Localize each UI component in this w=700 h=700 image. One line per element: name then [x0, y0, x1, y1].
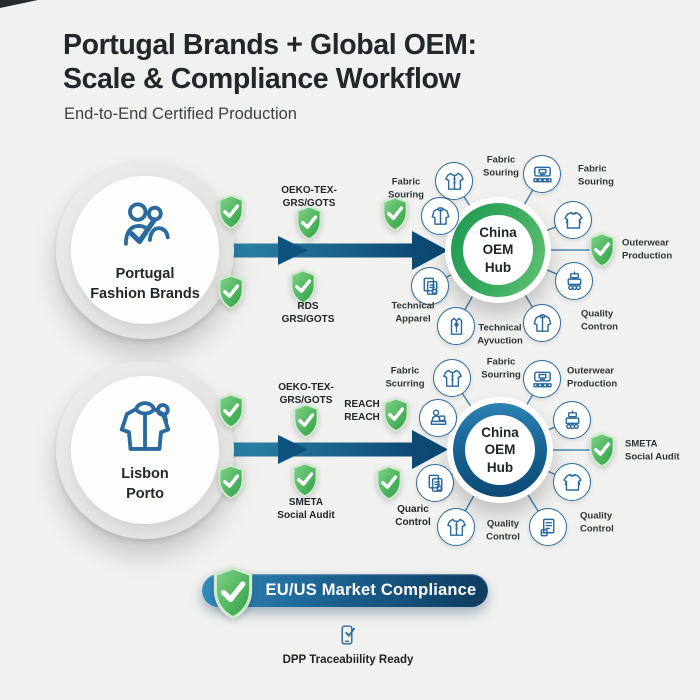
hub-label: China OEM Hub [479, 224, 517, 275]
hooded-jacket-icon [114, 396, 176, 458]
source-node-inner: Lisbon Porto [71, 376, 219, 524]
header: Portugal Brands + Global OEM: Scale & Co… [63, 28, 477, 124]
hub-label: China OEM Hub [481, 424, 519, 475]
machine-cart-icon [555, 262, 593, 300]
shield-check-icon [210, 566, 257, 621]
shield-check-icon [215, 464, 247, 500]
satellite-label: Fabric Souring [388, 176, 424, 200]
shield-check-icon [290, 403, 322, 439]
cert-label-smeta: SMETA Social Audit [277, 497, 335, 521]
shield-check-icon [586, 232, 618, 268]
satellite-label: Fabric Souring [483, 154, 519, 178]
satellite-label: Fabric Scurring [385, 365, 425, 389]
cert-label-reach: REACH REACH [344, 399, 380, 423]
hub-core: China OEM Hub [463, 215, 533, 285]
flow-arrow-top [222, 231, 448, 270]
shield-check-icon [287, 269, 319, 305]
cert-label-oeko-tex: OEKO-TEX- GRS/GOTS [278, 382, 334, 406]
sweater-icon [553, 463, 591, 501]
satellite-label: SMETA Social Audit [625, 438, 680, 462]
documents-icon [416, 464, 454, 502]
source-node-lisbon-porto: Lisbon Porto [56, 361, 234, 539]
tailor-icon [419, 399, 457, 437]
tshirt-icon [437, 508, 475, 546]
sewing-machine-icon [523, 155, 561, 193]
cert-label-quaric: Quaric Control [395, 504, 431, 528]
hanger-shirt-icon [437, 307, 475, 345]
cert-label-oeko-tex: OEKO-TEX- GRS/GOTS [281, 185, 337, 209]
cert-label-rds: RDS GRS/GOTS [281, 301, 335, 325]
hub-ring: China OEM Hub [451, 203, 545, 297]
hub-node-china-oem-bottom: China OEM Hub [447, 397, 553, 503]
shield-check-icon [215, 274, 247, 310]
satellite-label: Technical Ayvuction [477, 322, 523, 346]
flow-arrow-bottom [222, 430, 448, 469]
satellite-label: Fabric Sourring [481, 356, 521, 380]
sweater-icon [554, 201, 592, 239]
shield-check-icon [289, 462, 321, 498]
satellite-label: Outerwear Production [622, 237, 673, 261]
source-node-inner: Portugal Fashion Brands [71, 176, 219, 324]
sewing-machine-icon [523, 360, 561, 398]
machine-cart-icon [553, 401, 591, 439]
documents-icon [411, 267, 449, 305]
satellite-label: Technical Apparel [391, 300, 435, 324]
tshirt-icon [435, 162, 473, 200]
hub-core: China OEM Hub [465, 415, 535, 485]
satellite-label: Quality Control [486, 518, 520, 542]
page-title: Portugal Brands + Global OEM: Scale & Co… [63, 29, 477, 95]
shield-check-icon [586, 432, 618, 468]
hub-node-china-oem-top: China OEM Hub [445, 197, 551, 303]
source-label: Lisbon Porto [121, 465, 169, 502]
people-check-icon [114, 196, 176, 258]
jacket-icon [421, 197, 459, 235]
satellite-label: Outerwear Production [567, 365, 618, 389]
shield-check-icon [215, 393, 247, 429]
hub-ring: China OEM Hub [453, 403, 547, 497]
source-label: Portugal Fashion Brands [90, 265, 200, 302]
shield-check-icon [215, 194, 247, 230]
shield-check-icon [293, 205, 325, 241]
source-node-portugal-brands: Portugal Fashion Brands [56, 161, 234, 339]
page-subtitle: End-to-End Certified Production [64, 105, 297, 123]
shield-check-icon [380, 397, 412, 433]
satellite-label: Fabric Souring [578, 163, 614, 187]
phone-check-icon [336, 618, 359, 652]
tshirt-icon [433, 359, 471, 397]
footer-note: DPP Traceabiility Ready [282, 654, 414, 666]
shield-check-icon [379, 196, 411, 232]
shield-check-icon [373, 465, 405, 501]
corner-mark [0, 0, 38, 8]
clipboard-icon [529, 508, 567, 546]
badge-label: EU/US Market Compliance [265, 581, 477, 599]
satellite-label: Quality Contron [581, 308, 618, 332]
jacket-icon [523, 304, 561, 342]
satellite-label: Quality Control [580, 510, 614, 534]
